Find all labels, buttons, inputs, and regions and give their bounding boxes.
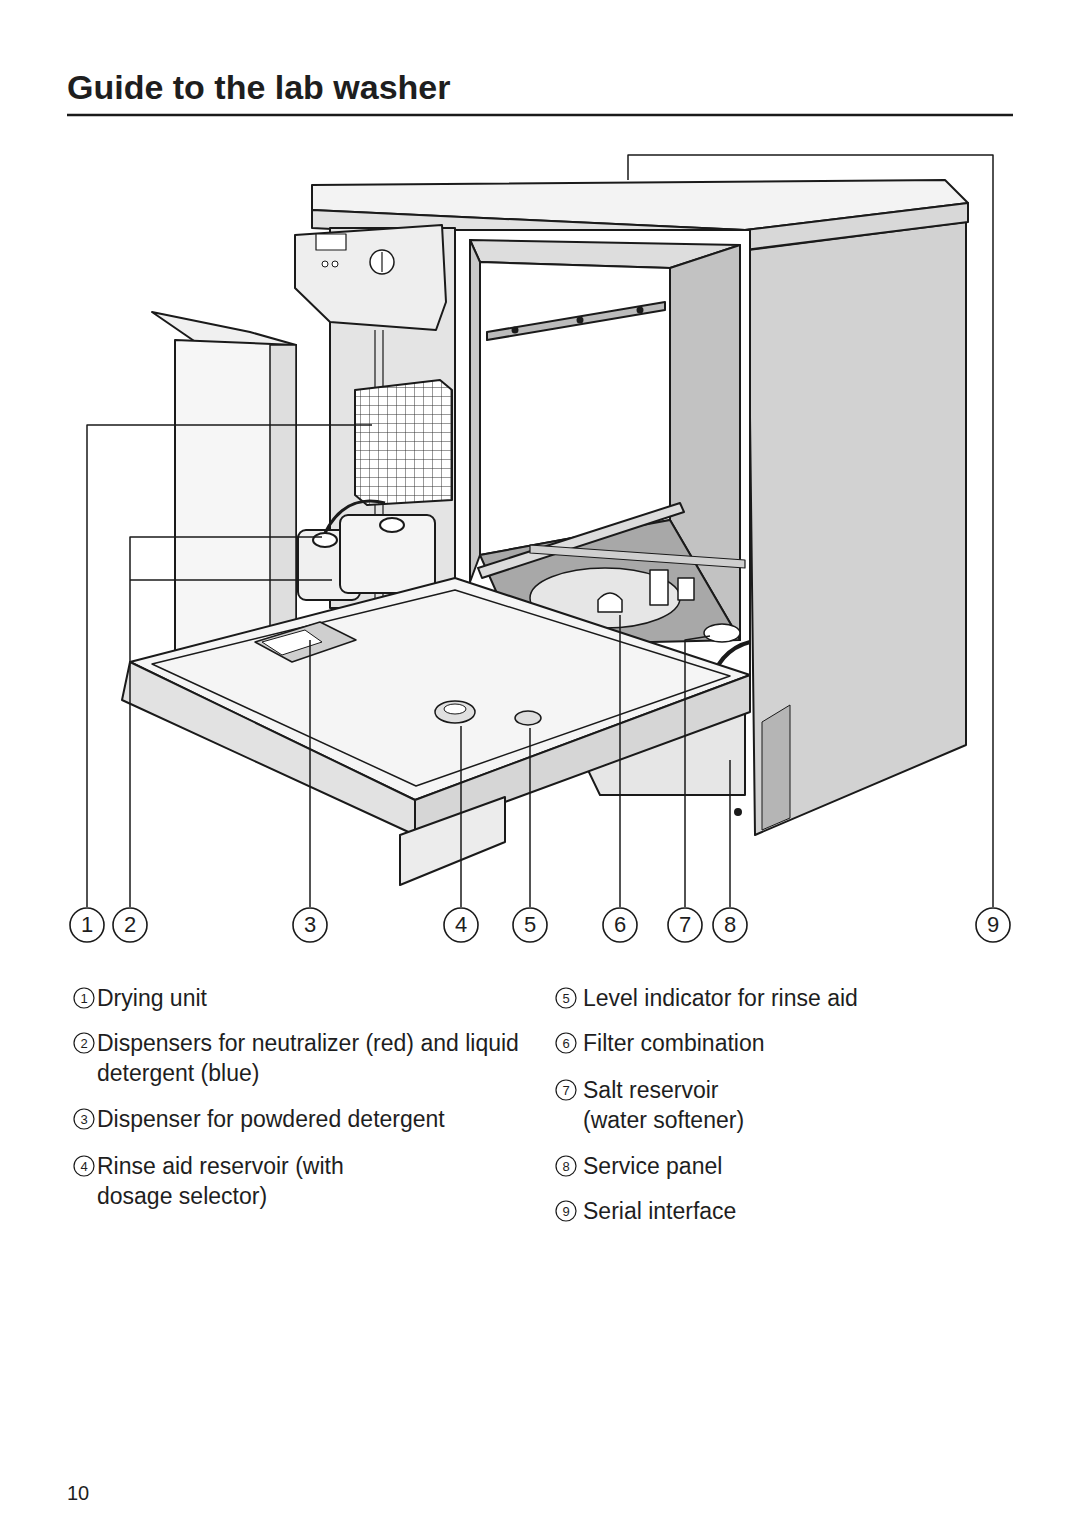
callout-number: 5 <box>524 914 536 936</box>
callout-number: 6 <box>614 914 626 936</box>
countertop-edge <box>745 203 968 250</box>
legend-text: Rinse aid reservoir (with dosage selecto… <box>97 1151 349 1211</box>
leader-lines <box>87 425 730 907</box>
legend-number: 5 <box>562 992 569 1005</box>
callout-number: 1 <box>81 914 93 936</box>
legend-text: Dispensers for neutralizer (red) and liq… <box>97 1028 527 1088</box>
callout-number: 4 <box>455 914 467 936</box>
legend-text: Drying unit <box>97 983 397 1013</box>
legend-number: 2 <box>80 1037 87 1050</box>
legend-number: 3 <box>80 1113 87 1126</box>
rail <box>487 302 665 340</box>
filter <box>598 593 622 612</box>
legend-text: Filter combination <box>583 1028 983 1058</box>
page-number: 10 <box>67 1478 89 1508</box>
vent <box>762 705 790 830</box>
side-panel <box>748 222 966 835</box>
legend-number: 1 <box>80 992 87 1005</box>
door <box>130 578 750 800</box>
salt-cap <box>704 624 740 642</box>
callout-circles <box>70 908 1010 942</box>
legend-text: Serial interface <box>583 1196 983 1226</box>
legend-text: Level indicator for rinse aid <box>583 983 983 1013</box>
back-wall <box>480 262 670 555</box>
rinse-aid-cap <box>435 701 475 723</box>
legend-text: Salt reservoir (water softener) <box>583 1075 783 1135</box>
legend-number: 6 <box>562 1037 569 1050</box>
legend-number: 7 <box>562 1084 569 1097</box>
page-title: Guide to the lab washer <box>67 70 451 104</box>
control-panel <box>295 225 446 330</box>
level-indicator <box>515 711 541 725</box>
callout-number: 8 <box>724 914 736 936</box>
callout-number: 3 <box>304 914 316 936</box>
callout-number: 7 <box>679 914 691 936</box>
drying-unit <box>355 380 452 505</box>
door-base <box>400 797 505 885</box>
legend-circles <box>74 988 576 1221</box>
legend-text: Service panel <box>583 1151 983 1181</box>
powder-dispenser <box>255 622 356 662</box>
legend-text: Dispenser for powdered detergent <box>97 1104 537 1134</box>
legend-number: 4 <box>80 1160 87 1173</box>
spray-arm <box>478 503 684 578</box>
canister <box>340 515 435 593</box>
title-rule <box>67 114 1013 117</box>
legend-number: 8 <box>562 1160 569 1173</box>
removed-panel <box>152 312 296 345</box>
callout-number: 2 <box>124 914 136 936</box>
legend-number: 9 <box>562 1205 569 1218</box>
callout-number: 9 <box>987 914 999 936</box>
